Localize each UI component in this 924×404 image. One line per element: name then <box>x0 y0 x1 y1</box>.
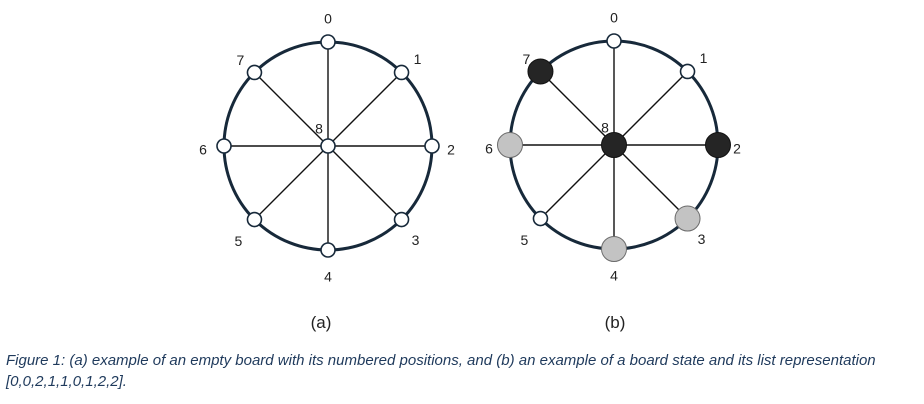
position-label-1: 1 <box>700 50 708 66</box>
board-b: 0 1 2 3 4 5 6 7 8 (b) <box>485 10 741 332</box>
board-position-7 <box>246 64 263 81</box>
board-position-3 <box>674 205 701 232</box>
subfigure-label-b: (b) <box>605 313 626 332</box>
figure-caption: Figure 1: (a) example of an empty board … <box>6 352 876 390</box>
board-position-6 <box>216 138 232 154</box>
position-label-4: 4 <box>610 268 618 284</box>
position-label-7: 7 <box>523 51 531 67</box>
board-position-6 <box>497 132 523 158</box>
board-position-8 <box>320 138 336 154</box>
board-a: 0 1 2 3 4 5 6 7 8 (a) <box>199 11 455 332</box>
position-label-3: 3 <box>412 232 420 248</box>
position-label-6: 6 <box>199 142 207 158</box>
subfigure-label-a: (a) <box>311 313 332 332</box>
board-position-2 <box>705 132 731 158</box>
board-position-2 <box>424 138 440 154</box>
board-position-5 <box>532 210 549 227</box>
board-position-4 <box>320 242 336 258</box>
position-label-5: 5 <box>235 233 243 249</box>
position-label-3: 3 <box>698 231 706 247</box>
board-position-8 <box>601 132 627 158</box>
position-label-4: 4 <box>324 269 332 285</box>
board-position-3 <box>393 211 410 228</box>
board-position-1 <box>679 63 696 80</box>
position-label-5: 5 <box>521 232 529 248</box>
board-position-5 <box>246 211 263 228</box>
position-label-8: 8 <box>315 121 323 137</box>
position-label-2: 2 <box>447 142 455 158</box>
board-position-0 <box>606 33 622 49</box>
board-position-0 <box>320 34 336 50</box>
position-label-7: 7 <box>237 52 245 68</box>
position-label-0: 0 <box>324 11 332 27</box>
position-label-8: 8 <box>601 120 609 136</box>
position-label-0: 0 <box>610 10 618 26</box>
position-label-1: 1 <box>414 51 422 67</box>
position-label-6: 6 <box>485 141 493 157</box>
board-position-7 <box>527 58 554 85</box>
board-position-4 <box>601 236 627 262</box>
position-label-2: 2 <box>733 141 741 157</box>
board-position-1 <box>393 64 410 81</box>
